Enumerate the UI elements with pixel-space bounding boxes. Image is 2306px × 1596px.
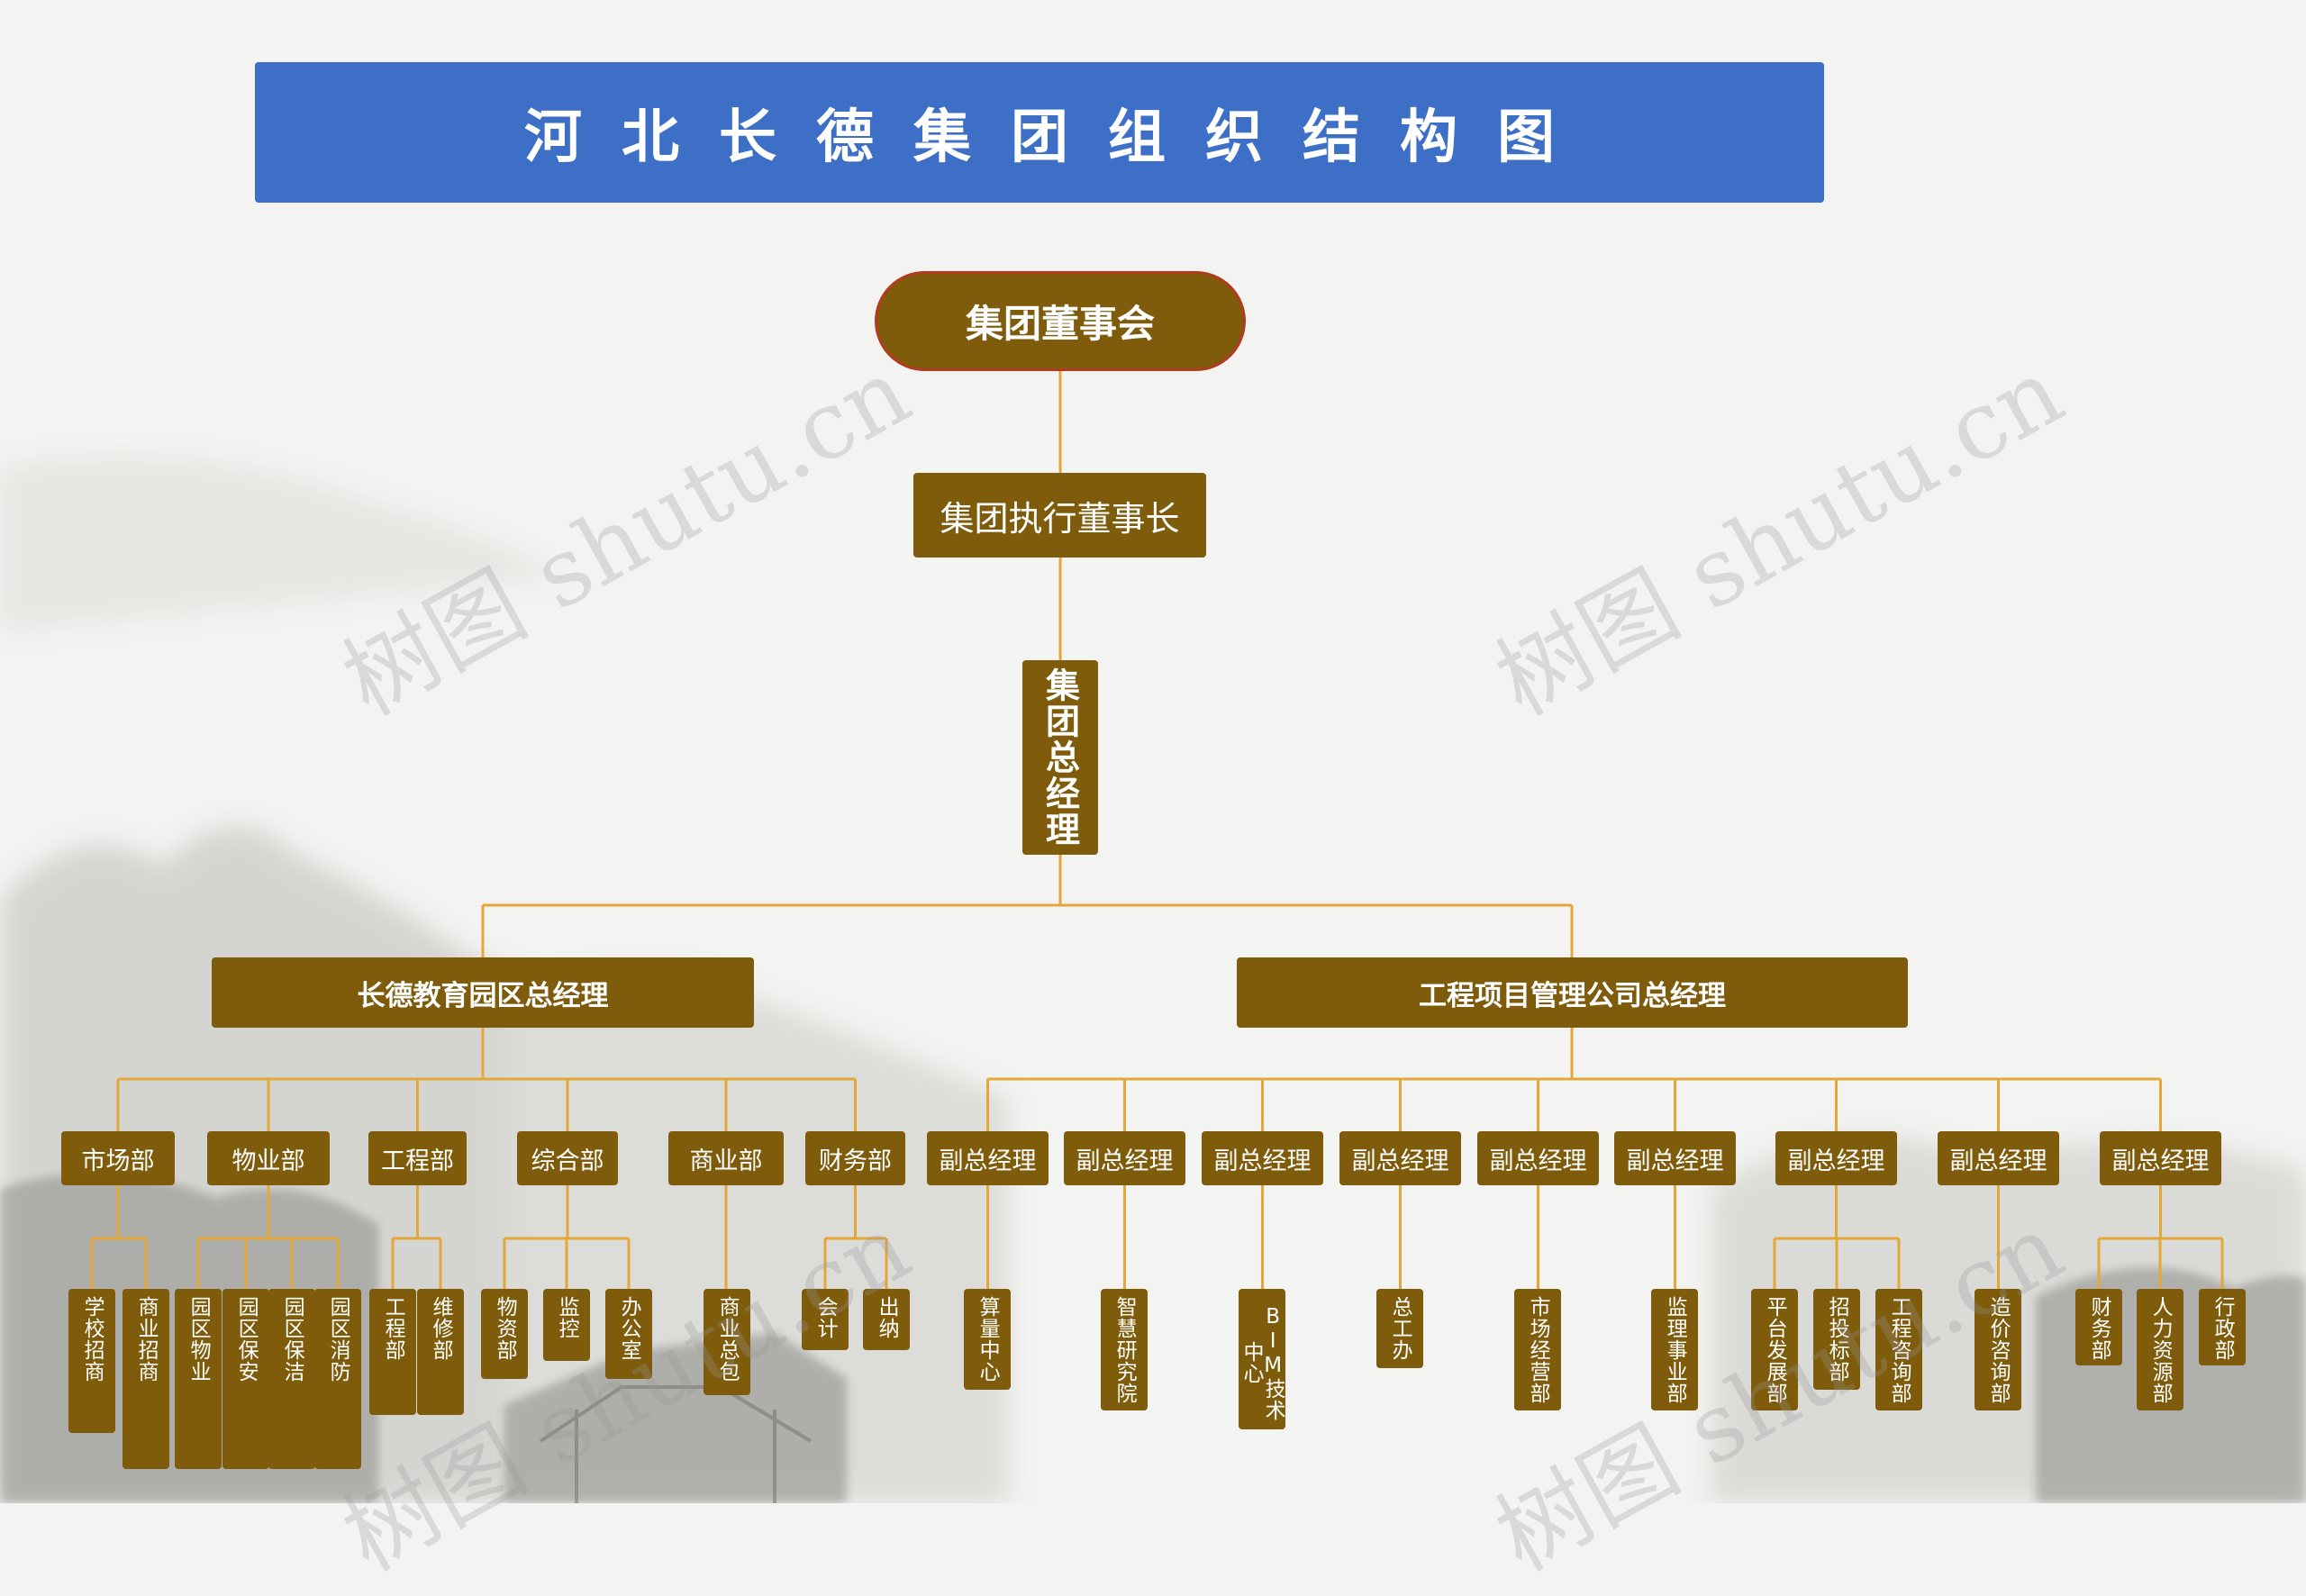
board-node: 集团董事会 (875, 271, 1246, 371)
dept-engineering: 工程部 (368, 1131, 467, 1185)
dept-deputy-gm-3: 副总经理 (1202, 1131, 1323, 1185)
unit-bidding: 招投标部 (1813, 1289, 1860, 1390)
unit-administration: 行政部 (2199, 1289, 2246, 1365)
unit-accounting: 会计 (802, 1289, 849, 1350)
unit-office: 办公室 (605, 1289, 652, 1379)
connector-lines (90, 371, 2224, 1289)
unit-cashier: 出纳 (863, 1289, 910, 1350)
unit-engineering-consulting: 工程咨询部 (1875, 1289, 1922, 1410)
title-banner: 河北长德集团组织结构图 (255, 62, 1824, 203)
dept-deputy-gm-5: 副总经理 (1477, 1131, 1599, 1185)
unit-platform-development: 平台发展部 (1751, 1289, 1798, 1410)
dept-deputy-gm-4: 副总经理 (1339, 1131, 1461, 1185)
dept-deputy-gm-8: 副总经理 (1938, 1131, 2059, 1185)
dept-property: 物业部 (207, 1131, 330, 1185)
general-manager-node: 集团总经理 (1022, 660, 1098, 855)
unit-maintenance: 维修部 (417, 1289, 464, 1415)
unit-chief-engineer-office: 总工办 (1376, 1289, 1423, 1368)
unit-park-property: 园区物业 (175, 1289, 222, 1469)
dept-general-affairs: 综合部 (517, 1131, 618, 1185)
unit-park-fire-safety: 园区消防 (314, 1289, 361, 1469)
unit-finance: 财务部 (2075, 1289, 2122, 1365)
unit-engineering: 工程部 (369, 1289, 416, 1415)
division-manager-education: 长德教育园区总经理 (212, 957, 754, 1028)
unit-monitoring: 监控 (543, 1289, 590, 1361)
dept-deputy-gm-2: 副总经理 (1064, 1131, 1185, 1185)
unit-human-resources: 人力资源部 (2137, 1289, 2183, 1410)
unit-smart-institute: 智慧研究院 (1101, 1289, 1148, 1410)
unit-supervision: 监理事业部 (1651, 1289, 1698, 1410)
dept-deputy-gm-7: 副总经理 (1775, 1131, 1897, 1185)
division-manager-engineering: 工程项目管理公司总经理 (1237, 957, 1908, 1028)
dept-deputy-gm-9: 副总经理 (2100, 1131, 2221, 1185)
unit-school-leasing: 学校招商 (68, 1289, 115, 1433)
dept-deputy-gm-1: 副总经理 (927, 1131, 1049, 1185)
unit-commercial-contract: 商业总包 (704, 1289, 750, 1395)
dept-commerce: 商业部 (668, 1131, 784, 1185)
page-title: 河北长德集团组织结构图 (524, 104, 1594, 171)
dept-finance: 财务部 (805, 1131, 905, 1185)
unit-cost-consulting: 造价咨询部 (1975, 1289, 2021, 1410)
unit-commercial-leasing: 商业招商 (123, 1289, 169, 1469)
unit-market-operations: 市场经营部 (1514, 1289, 1561, 1410)
executive-chair-node: 集团执行董事长 (913, 473, 1206, 558)
unit-materials: 物资部 (481, 1289, 528, 1379)
unit-bim-center: BIM技术中心 (1239, 1289, 1285, 1429)
unit-quantity-center: 算量中心 (964, 1289, 1011, 1390)
unit-park-cleaning: 园区保洁 (268, 1289, 315, 1469)
dept-deputy-gm-6: 副总经理 (1614, 1131, 1736, 1185)
unit-park-security: 园区保安 (222, 1289, 269, 1469)
dept-market: 市场部 (61, 1131, 175, 1185)
